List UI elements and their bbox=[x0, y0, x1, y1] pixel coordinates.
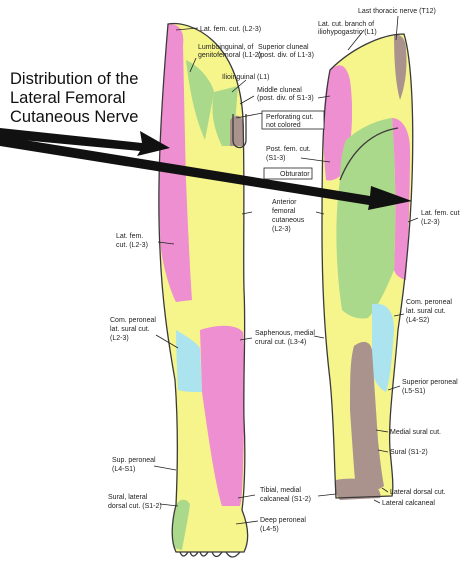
last-thoracic-region bbox=[394, 34, 407, 100]
label-superior-cluneal: Superior cluneal (post. div. of L1-3) bbox=[258, 44, 314, 59]
title-line-1: Distribution of the bbox=[10, 70, 138, 88]
label-ilioinguinal: Ilioinguinal (L1) bbox=[222, 74, 269, 81]
toes bbox=[179, 551, 241, 558]
label-anterior-femoral: Anterior femoral cutaneous (L2-3) bbox=[272, 199, 306, 233]
label-line: Lat. fem. cut. (L2-3) bbox=[200, 26, 261, 33]
label-line: Deep peroneal bbox=[260, 517, 306, 524]
label-sup-peroneal: Sup. peroneal (L4-S1) bbox=[112, 457, 158, 473]
label-lumboinguinal: Lumboinguinal, of genitofemoral (L1-2) bbox=[198, 44, 261, 59]
label-line: Superior peroneal bbox=[402, 379, 458, 386]
label-line: Lat. cut. branch of bbox=[318, 21, 374, 28]
arrow-to-posterior-thigh bbox=[0, 136, 412, 210]
posterior-leg-outline bbox=[321, 33, 414, 499]
label-line: cutaneous bbox=[272, 217, 305, 224]
label-line: Lat. fem. bbox=[116, 233, 143, 240]
label-post-fem-cut: Post. fem. cut. (S1-3) bbox=[266, 146, 313, 162]
label-line: iliohypogastric (L1) bbox=[318, 29, 377, 36]
label-line: Saphenous, medial bbox=[255, 330, 315, 337]
label-line: calcaneal (S1-2) bbox=[260, 496, 311, 503]
label-line: Sural (S1-2) bbox=[390, 449, 428, 456]
label-saphenous: Saphenous, medial crural cut. (L3-4) bbox=[255, 330, 317, 346]
label-line: Sup. peroneal bbox=[112, 457, 156, 464]
sural-region bbox=[350, 341, 384, 493]
obturator-box bbox=[263, 167, 313, 180]
posterior-femoral-cutaneous-region bbox=[336, 118, 396, 319]
label-line: Lat. fem. cut bbox=[421, 210, 460, 217]
label-line: Com. peroneal bbox=[110, 317, 156, 324]
label-line: Medial sural cut. bbox=[390, 429, 441, 436]
sural-lateral-dorsal-region bbox=[172, 499, 190, 550]
label-deep-peroneal: Deep peroneal (L4-5) bbox=[260, 517, 308, 533]
label-line: (S1-3) bbox=[266, 155, 285, 162]
label-line: Anterior bbox=[272, 199, 297, 206]
label-line: Lateral calcaneal bbox=[382, 500, 435, 507]
label-line: Middle cluneal bbox=[257, 87, 302, 94]
label-middle-cluneal: Middle cluneal (post. div. of S1-3) bbox=[257, 87, 314, 102]
label-line: lat. sural cut. bbox=[406, 308, 446, 315]
label-line: Tibial, medial bbox=[260, 487, 301, 494]
label-lat-fem-cut-left: Lat. fem. cut. (L2-3) bbox=[116, 233, 148, 249]
perforating-notch bbox=[232, 114, 247, 149]
label-line: lat. sural cut. bbox=[110, 326, 150, 333]
label-last-thoracic: Last thoracic nerve (T12) bbox=[358, 8, 436, 15]
label-line: dorsal cut. (S1-2) bbox=[108, 503, 162, 510]
label-line: Obturator bbox=[280, 171, 310, 178]
label-line: Ilioinguinal (L1) bbox=[222, 74, 269, 81]
common-peroneal-region-anterior bbox=[176, 330, 202, 392]
anterior-leg-outline bbox=[158, 22, 249, 553]
label-lat-fem-cut-top: Lat. fem. cut. (L2-3) bbox=[200, 26, 261, 33]
label-perforating: Perforating cut. not colored bbox=[266, 114, 315, 129]
label-medial-sural: Medial sural cut. bbox=[390, 429, 441, 436]
label-line: (L2-3) bbox=[110, 335, 129, 342]
label-line: not colored bbox=[266, 122, 301, 129]
pointer-arrows bbox=[0, 128, 412, 210]
label-line: (L2-3) bbox=[272, 226, 291, 233]
label-superior-peroneal: Superior peroneal (L5-S1) bbox=[402, 379, 460, 395]
label-line: femoral bbox=[272, 208, 296, 215]
label-lat-cut-iliohypogastric: Lat. cut. branch of iliohypogastric (L1) bbox=[318, 21, 377, 36]
label-line: Lumboinguinal, of bbox=[198, 44, 253, 51]
title-line-2: Lateral Femoral bbox=[10, 89, 126, 107]
title-line-3: Cutaneous Nerve bbox=[10, 108, 138, 126]
posterior-leg bbox=[321, 33, 414, 500]
label-line: (L5-S1) bbox=[402, 388, 425, 395]
label-com-peroneal-left: Com. peroneal lat. sural cut. (L2-3) bbox=[110, 317, 158, 342]
arrow-to-anterior-thigh bbox=[0, 128, 170, 156]
label-lat-fem-cut-right: Lat. fem. cut (L2-3) bbox=[421, 210, 461, 226]
label-line: Sural, lateral bbox=[108, 494, 148, 501]
label-line: (L4-5) bbox=[260, 526, 279, 533]
saphenous-region bbox=[200, 325, 245, 506]
label-line: (L2-3) bbox=[421, 219, 440, 226]
label-line: (L4-S2) bbox=[406, 317, 429, 324]
label-line: Post. fem. cut. bbox=[266, 146, 311, 153]
label-lateral-dorsal-cut: Lateral dorsal cut. bbox=[390, 489, 446, 496]
label-sural-lateral-dorsal: Sural, lateral dorsal cut. (S1-2) bbox=[108, 494, 162, 510]
label-sural: Sural (S1-2) bbox=[390, 449, 428, 456]
label-line: crural cut. (L3-4) bbox=[255, 339, 306, 346]
label-tibial-medial-calcaneal: Tibial, medial calcaneal (S1-2) bbox=[260, 487, 311, 503]
diagram-title: Distribution of the Lateral Femoral Cuta… bbox=[10, 70, 143, 126]
anterior-leg bbox=[158, 22, 249, 558]
label-line: Lateral dorsal cut. bbox=[390, 489, 446, 496]
gluteal-fold bbox=[339, 127, 399, 181]
label-com-peroneal-right: Com. peroneal lat. sural cut. (L4-S2) bbox=[406, 299, 454, 324]
perforating-box bbox=[261, 110, 325, 130]
label-obturator: Obturator bbox=[280, 171, 310, 178]
label-line: Com. peroneal bbox=[406, 299, 452, 306]
label-line: genitofemoral (L1-2) bbox=[198, 52, 261, 59]
lateral-femoral-cutaneous-region bbox=[159, 23, 192, 302]
heel-region bbox=[335, 478, 381, 500]
label-line: (post. div. of L1-3) bbox=[258, 52, 314, 59]
label-line: cut. (L2-3) bbox=[116, 242, 148, 249]
genital-region bbox=[230, 115, 244, 146]
label-line: Perforating cut. bbox=[266, 114, 314, 121]
label-line: Superior cluneal bbox=[258, 44, 309, 51]
label-line: Last thoracic nerve (T12) bbox=[358, 8, 436, 15]
lumboinguinal-region bbox=[186, 60, 214, 140]
label-lateral-calcaneal: Lateral calcaneal bbox=[382, 500, 435, 507]
label-line: (post. div. of S1-3) bbox=[257, 95, 314, 102]
label-line: (L4-S1) bbox=[112, 466, 135, 473]
common-peroneal-region-posterior bbox=[372, 303, 394, 392]
